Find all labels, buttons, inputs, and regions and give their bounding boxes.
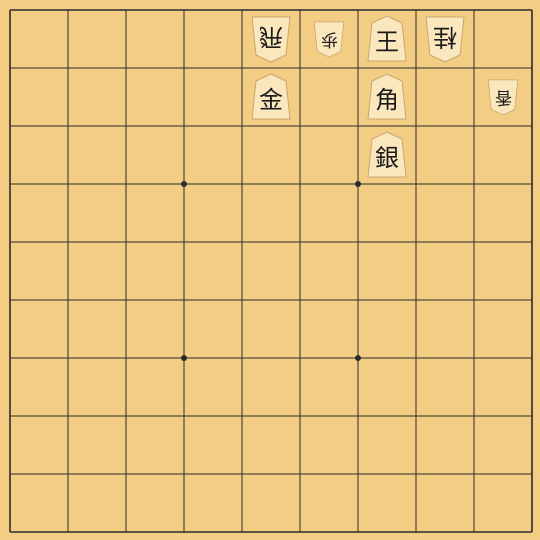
piece-outline — [487, 79, 519, 116]
piece-shape — [367, 73, 407, 120]
piece-bishop-sente[interactable]: 角 — [362, 72, 412, 122]
star-point — [355, 181, 361, 187]
piece-lance-gote[interactable]: 香 — [478, 72, 528, 122]
piece-outline — [251, 16, 291, 63]
piece-shape — [251, 16, 291, 63]
piece-label: 金 — [259, 86, 283, 114]
piece-label: 飛 — [259, 23, 283, 51]
piece-gold-sente[interactable]: 金 — [246, 72, 296, 122]
piece-outline — [313, 21, 345, 58]
piece-silver-sente[interactable]: 銀 — [362, 130, 412, 180]
piece-label: 歩 — [320, 28, 338, 49]
piece-label: 桂 — [433, 23, 457, 51]
piece-shape — [425, 16, 465, 63]
piece-shape — [313, 21, 345, 58]
piece-outline — [367, 131, 407, 178]
piece-label: 銀 — [375, 144, 399, 172]
piece-shape — [251, 73, 291, 120]
star-point — [181, 181, 187, 187]
piece-shape — [367, 15, 407, 62]
piece-outline — [367, 73, 407, 120]
piece-outline — [367, 15, 407, 62]
piece-rook-gote[interactable]: 飛 — [246, 14, 296, 64]
piece-outline — [251, 73, 291, 120]
piece-label: 王 — [375, 28, 399, 56]
piece-label: 香 — [494, 86, 512, 107]
piece-shape — [487, 79, 519, 116]
piece-knight-gote[interactable]: 桂 — [420, 14, 470, 64]
star-point — [355, 355, 361, 361]
piece-pawn-gote[interactable]: 歩 — [304, 14, 354, 64]
piece-king-sente[interactable]: 王 — [362, 14, 412, 64]
star-point — [181, 355, 187, 361]
piece-label: 角 — [375, 86, 399, 114]
piece-shape — [367, 131, 407, 178]
piece-outline — [425, 16, 465, 63]
